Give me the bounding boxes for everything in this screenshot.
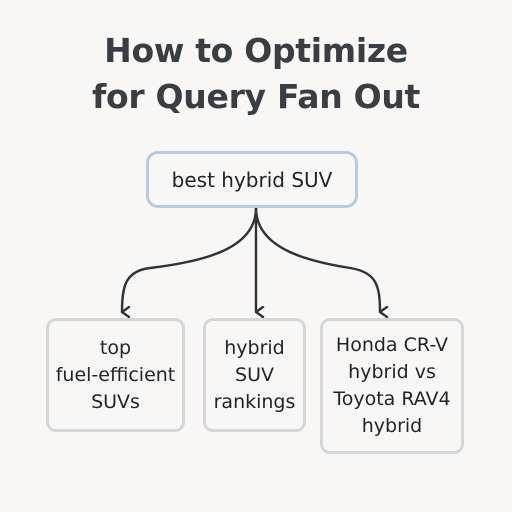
title-line-1: How to Optimize [104,31,408,70]
fan-out-query-node: Honda CR-V hybrid vs Toyota RAV4 hybrid [320,318,464,454]
root-query-node: best hybrid SUV [146,151,358,208]
fan-out-query-node: hybrid SUV rankings [203,318,306,432]
arrow-to-child-3 [254,206,380,312]
diagram-title: How to Optimize for Query Fan Out [0,28,512,120]
root-query-label: best hybrid SUV [171,167,333,192]
fan-out-query-node: top fuel-efficient SUVs [46,318,185,432]
fan-out-query-label: Honda CR-V hybrid vs Toyota RAV4 hybrid [333,334,451,437]
fan-out-query-label: hybrid SUV rankings [213,336,296,413]
arrow-to-child-1 [120,206,258,312]
title-line-2: for Query Fan Out [91,77,421,116]
fan-out-query-label: top fuel-efficient SUVs [55,336,176,413]
